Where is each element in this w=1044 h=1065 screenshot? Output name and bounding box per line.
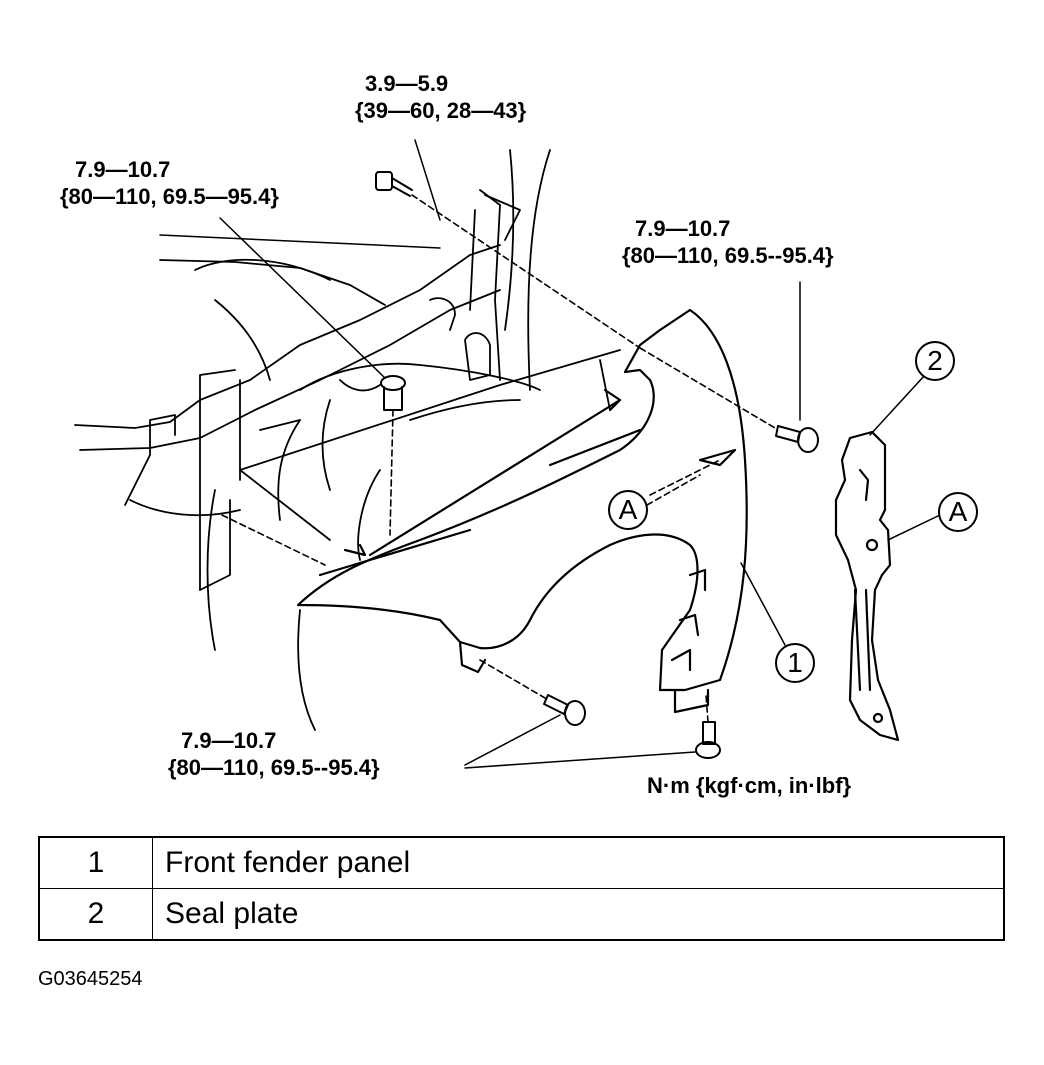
torque-spec-right: 7.9—10.7 {80—110, 69.5--95.4} (622, 215, 834, 269)
bolt-icon-bottom-left (543, 694, 586, 726)
torque-spec-right-nm: 7.9—10.7 (635, 216, 731, 241)
torque-spec-bottom-kgf: {80—110, 69.5--95.4} (168, 755, 380, 780)
figure-code: G03645254 (38, 968, 143, 990)
torque-unit-label: N·m {kgf·cm, in·lbf} (647, 773, 852, 798)
view-a-leader (646, 474, 701, 506)
callout-part-1: 1 (775, 643, 815, 683)
fender-exploded-view (74, 139, 941, 769)
seal-plate-drawing (834, 430, 900, 742)
part-name: Seal plate (152, 888, 1005, 941)
leader-lines (159, 139, 941, 769)
torque-spec-top-center-nm: 3.9—5.9 (365, 71, 449, 96)
torque-spec-right-kgf: {80—110, 69.5--95.4} (622, 243, 834, 268)
torque-spec-top-left-nm: 7.9—10.7 (75, 157, 171, 182)
bolt-icon-right (775, 425, 819, 453)
body-structure-drawing (74, 149, 621, 731)
torque-spec-top-center: 3.9—5.9 {39—60, 28—43} (355, 70, 526, 124)
callout-view-a-left: A (608, 490, 648, 530)
table-row: 1 Front fender panel (38, 836, 1005, 889)
torque-spec-top-left-kgf: {80—110, 69.5—95.4} (60, 184, 279, 209)
bolt-icon-top-center (375, 171, 413, 197)
torque-spec-bottom: 7.9—10.7 {80—110, 69.5--95.4} (168, 727, 380, 781)
part-number: 2 (38, 888, 153, 941)
callout-part-2: 2 (915, 341, 955, 381)
bolt-icon-bottom-right (695, 721, 721, 759)
bolt-icon-top-left (380, 375, 406, 411)
parts-legend-table: 1 Front fender panel 2 Seal plate (38, 836, 1005, 941)
torque-spec-top-left: 7.9—10.7 {80—110, 69.5—95.4} (60, 156, 279, 210)
install-guide-lines (221, 194, 776, 723)
torque-spec-bottom-nm: 7.9—10.7 (181, 728, 277, 753)
callout-view-a-right: A (938, 492, 978, 532)
table-row: 2 Seal plate (38, 888, 1005, 941)
part-name: Front fender panel (152, 836, 1005, 889)
torque-spec-top-center-kgf: {39—60, 28—43} (355, 98, 527, 123)
part-number: 1 (38, 836, 153, 889)
fender-panel-drawing (296, 308, 748, 714)
